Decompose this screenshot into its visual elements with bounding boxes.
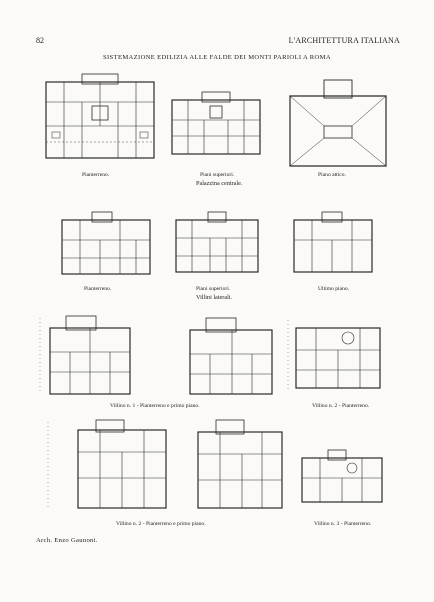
architect-credit: Arch. Enzo Gaunoni. <box>36 537 98 544</box>
floor-plan-villino-2-pianterreno <box>287 320 388 394</box>
floor-plan-pianterreno-villini <box>60 211 152 276</box>
group-label-villini-laterali: Villini laterali. <box>196 294 233 301</box>
caption-villino-3: Villino n. 3 - Pianterreno. <box>314 521 372 527</box>
floor-plan-piani-superiori-palazzina <box>170 90 262 156</box>
caption-villino-2: Villino n. 2 - Pianterreno. <box>312 403 370 409</box>
floor-plan-piano-attico <box>286 79 390 168</box>
caption-pianterreno: Pianterreno. <box>82 172 110 178</box>
caption-piani-superiori: Piani superiori. <box>200 172 235 178</box>
floor-plan-piani-superiori-villini <box>174 211 260 274</box>
floor-plan-villino-3 <box>298 448 386 506</box>
caption-villino-1: Villino n. 1 - Pianterreno e primo piano… <box>110 403 200 409</box>
caption-ultimo-piano: Ultimo piano. <box>318 286 350 292</box>
journal-header: L'ARCHITETTURA ITALIANA <box>288 36 400 45</box>
floor-plan-villino-1 <box>39 314 284 400</box>
page-number: 82 <box>36 36 44 45</box>
caption-pianterreno-villini: Pianterreno. <box>84 286 112 292</box>
page-title: SISTEMAZIONE EDILIZIA ALLE FALDE DEI MON… <box>102 54 331 61</box>
caption-piano-attico: Piano attico. <box>318 172 346 178</box>
caption-villino-2-primo-piano: Villino n. 2 - Pianterreno e primo piano… <box>116 521 206 527</box>
group-label-palazzina-centrale: Palazzina centrale. <box>196 180 243 187</box>
floor-plan-pianterreno-palazzina <box>44 73 156 162</box>
floor-plan-ultimo-piano <box>292 211 374 274</box>
caption-piani-superiori-villini: Piani superiori. <box>196 286 231 292</box>
floor-plan-villino-2-primo-piano <box>47 418 288 514</box>
